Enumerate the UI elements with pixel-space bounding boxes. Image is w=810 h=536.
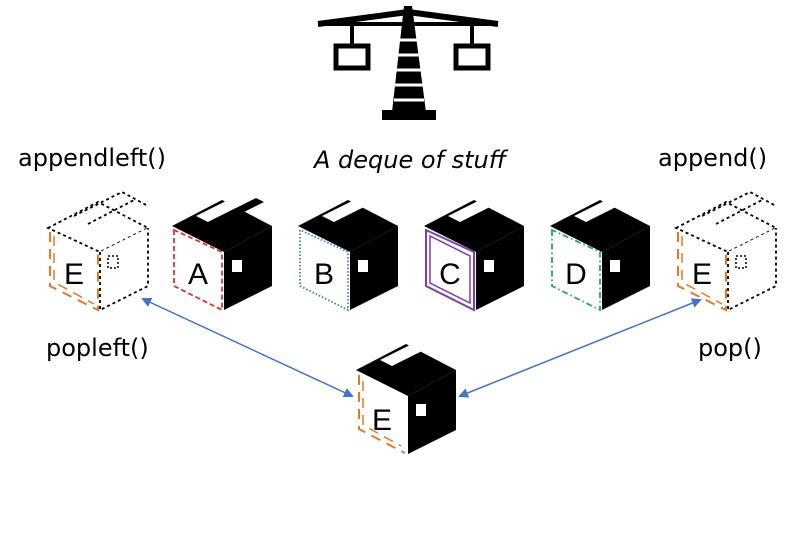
box-c-letter: C [439,258,461,291]
ghost-box-right-letter: E [692,258,712,291]
pop-label: pop() [698,334,762,362]
appendleft-label: appendleft() [18,144,166,172]
ghost-box-left: E [45,190,150,312]
box-d: D [550,192,650,312]
box-b: B [298,192,398,312]
box-b-letter: B [314,258,334,291]
box-a-letter: A [188,258,208,291]
popleft-label: popleft() [46,334,149,362]
pop-arrow [458,298,702,398]
box-d-letter: D [565,258,587,291]
diagram-caption: A deque of stuff [312,146,509,174]
popped-box-letter: E [372,404,392,437]
ghost-box-right: E [673,190,778,312]
ghost-box-left-letter: E [64,258,84,291]
box-a: A [172,192,272,312]
append-label: append() [658,144,767,172]
box-c: C [424,192,524,312]
crane-icon [317,6,499,120]
popleft-arrow [141,297,354,398]
popped-box-e: E [356,336,456,454]
